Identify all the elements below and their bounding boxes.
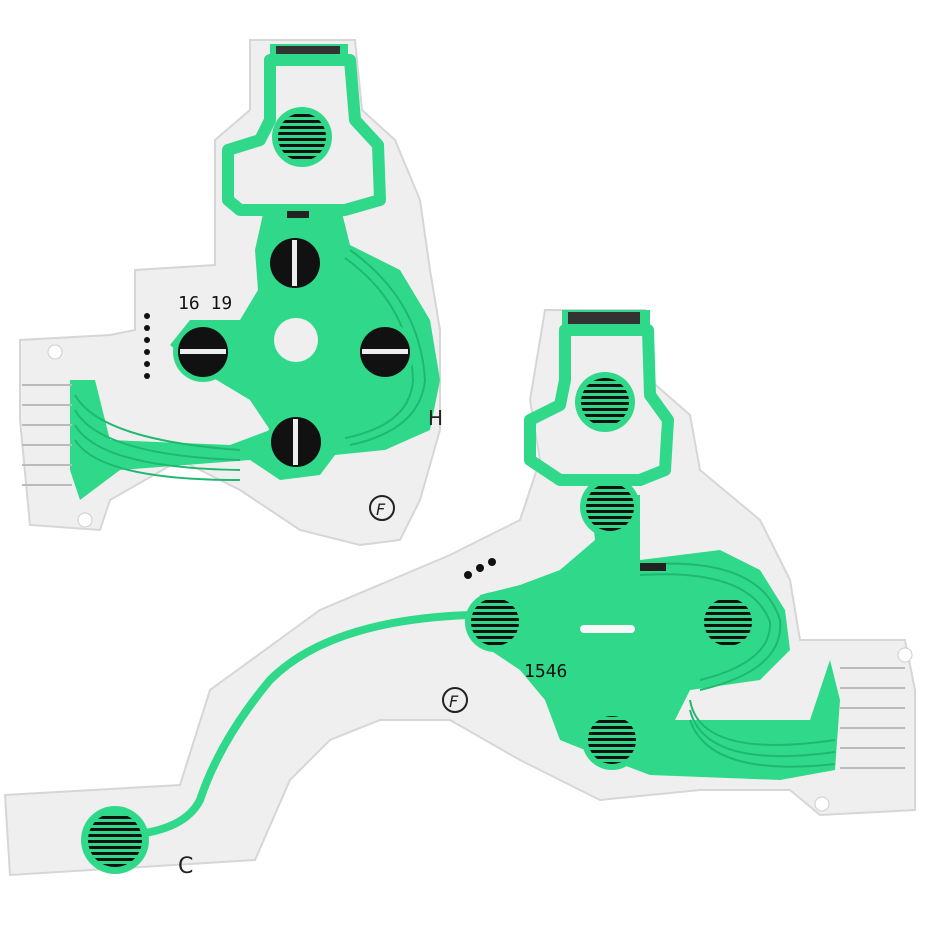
bottom-cable	[129, 611, 471, 839]
bottom-contact-c	[81, 806, 149, 874]
top-letter: H	[428, 406, 443, 430]
bottom-pins	[840, 667, 905, 769]
bottom-contact-5	[582, 710, 642, 770]
top-pins	[22, 384, 72, 486]
bottom-contact-4	[698, 592, 758, 652]
bottom-part-number: 1546	[524, 661, 567, 682]
dpad-up-contact	[265, 233, 325, 293]
top-part-number: 16 19	[178, 293, 232, 314]
bottom-membrane: 1546 C F	[3, 309, 916, 879]
dpad-down-contact	[266, 412, 326, 472]
dpad-left-contact	[173, 322, 233, 382]
bottom-letter: C	[178, 854, 193, 879]
bottom-green-body	[470, 495, 840, 780]
top-green-body	[70, 205, 440, 500]
bottom-contact-2	[580, 477, 640, 537]
top-membrane: 16 19 H F	[19, 39, 443, 547]
dpad-right-contact	[355, 322, 415, 382]
bottom-logo-circle	[442, 687, 468, 713]
bottom-contact-3	[465, 592, 525, 652]
top-logo: F	[376, 500, 386, 519]
top-logo-circle	[369, 495, 395, 521]
bottom-logo: F	[449, 692, 459, 711]
bottom-contact-1	[575, 372, 635, 432]
top-contact-top	[272, 107, 332, 167]
